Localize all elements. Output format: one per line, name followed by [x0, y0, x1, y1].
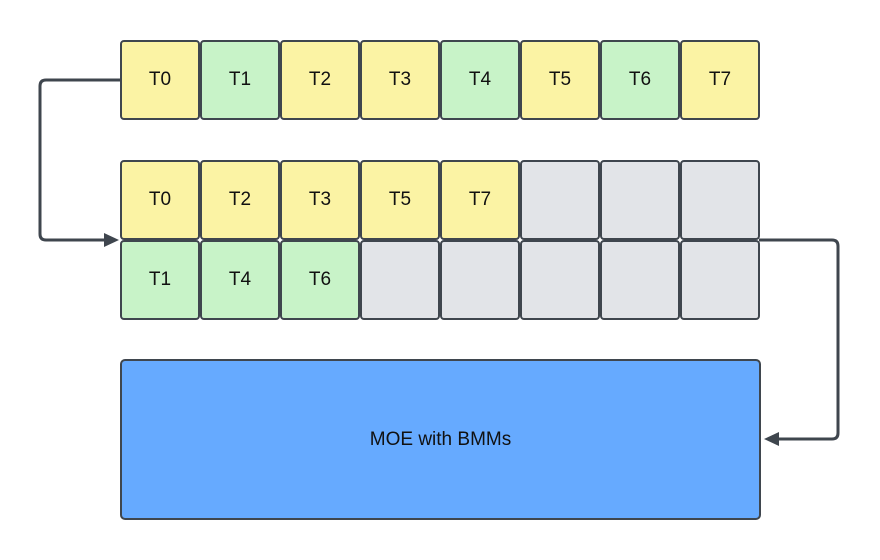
moe-with-bmms-block: MOE with BMMs — [120, 359, 761, 520]
empty-slot-cell — [600, 240, 680, 320]
token-cell-t4: T4 — [200, 240, 280, 320]
empty-slot-cell — [680, 240, 760, 320]
token-label: T6 — [308, 269, 332, 290]
token-cell-t1: T1 — [120, 240, 200, 320]
token-label: T4 — [228, 269, 252, 290]
token-label: T0 — [148, 189, 172, 210]
token-cell-t3: T3 — [360, 40, 440, 120]
arrowhead-input-to-grouped — [104, 233, 119, 247]
empty-slot-cell — [600, 160, 680, 240]
token-label: T2 — [228, 189, 252, 210]
token-label: T1 — [148, 269, 172, 290]
token-cell-t7: T7 — [440, 160, 520, 240]
token-cell-t0: T0 — [120, 40, 200, 120]
token-label: T1 — [228, 69, 252, 90]
token-cell-t0: T0 — [120, 160, 200, 240]
token-label: T2 — [308, 69, 332, 90]
token-label: T0 — [148, 69, 172, 90]
token-cell-t2: T2 — [280, 40, 360, 120]
arrowhead-grouped-to-moe — [764, 432, 779, 446]
token-label: T3 — [308, 189, 332, 210]
token-label: T7 — [468, 189, 492, 210]
empty-slot-cell — [520, 160, 600, 240]
token-label: T6 — [628, 69, 652, 90]
empty-slot-cell — [520, 240, 600, 320]
token-cell-t5: T5 — [360, 160, 440, 240]
token-cell-t2: T2 — [200, 160, 280, 240]
moe-block-label: MOE with BMMs — [369, 428, 512, 450]
token-label: T4 — [468, 69, 492, 90]
token-cell-t6: T6 — [600, 40, 680, 120]
token-label: T7 — [708, 69, 732, 90]
token-cell-t3: T3 — [280, 160, 360, 240]
empty-slot-cell — [360, 240, 440, 320]
arrow-input-to-grouped — [38, 78, 121, 242]
empty-slot-cell — [680, 160, 760, 240]
token-cell-t1: T1 — [200, 40, 280, 120]
token-cell-t4: T4 — [440, 40, 520, 120]
token-cell-t6: T6 — [280, 240, 360, 320]
token-label: T5 — [388, 189, 412, 210]
token-label: T5 — [548, 69, 572, 90]
arrow-grouped-to-moe — [759, 238, 840, 441]
token-label: T3 — [388, 69, 412, 90]
token-cell-t5: T5 — [520, 40, 600, 120]
token-cell-t7: T7 — [680, 40, 760, 120]
empty-slot-cell — [440, 240, 520, 320]
